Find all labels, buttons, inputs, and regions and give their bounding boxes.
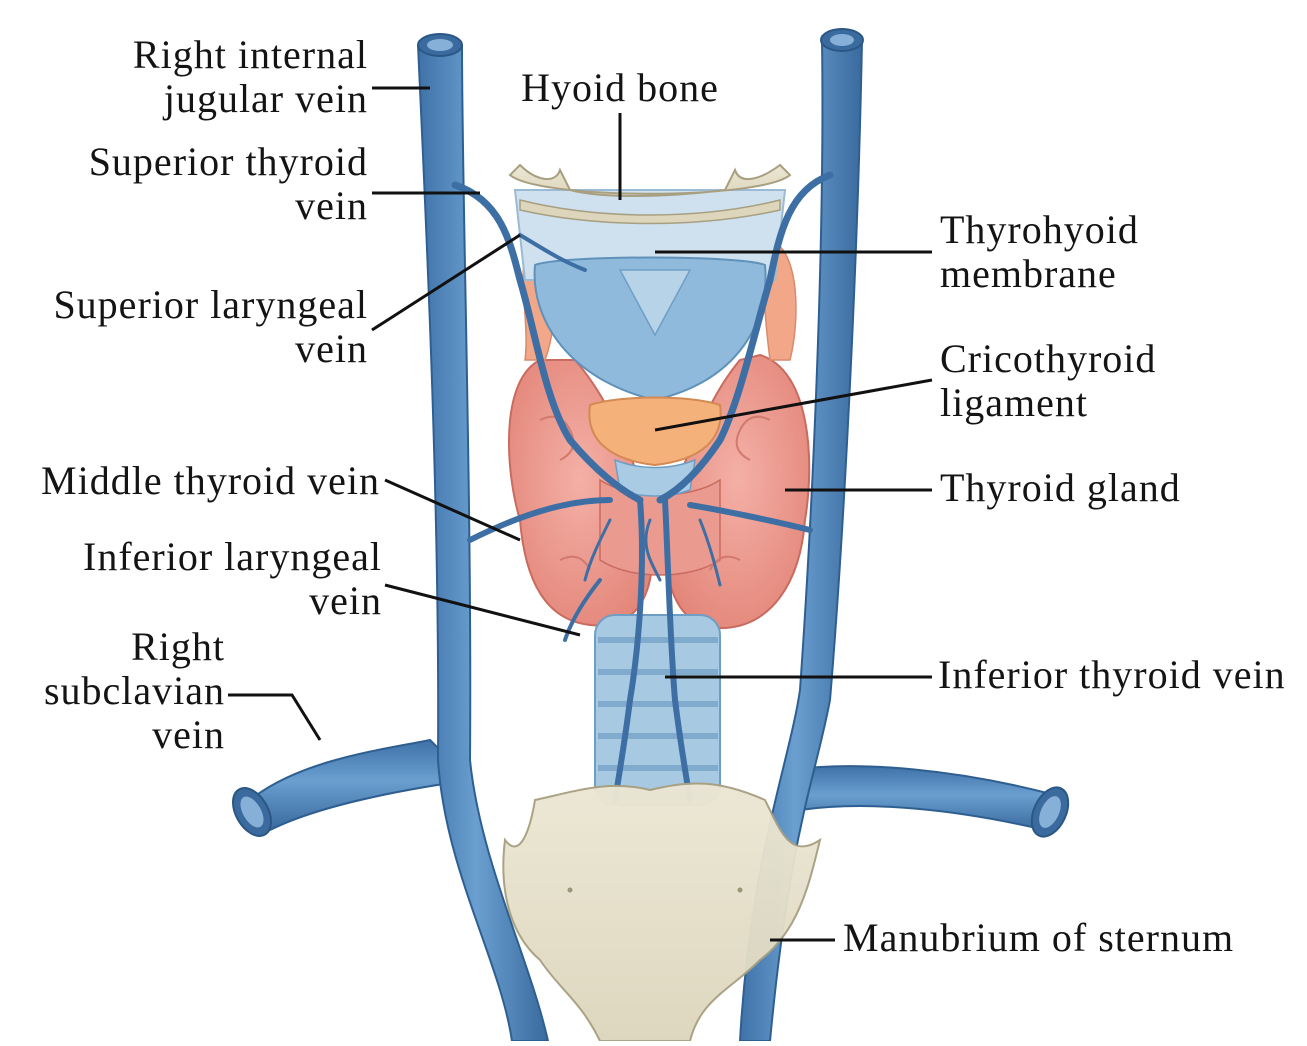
label-right-internal-jugular: Right internal jugular vein [40,33,368,121]
label-thyrohyoid-membrane: Thyrohyoid membrane [940,208,1280,296]
right-subclavian-vein-shape [225,740,470,843]
label-inferior-thyroid-vein: Inferior thyroid vein [938,653,1303,697]
left-subclavian-vein-shape [790,766,1075,842]
label-hyoid-bone: Hyoid bone [490,66,750,110]
label-cricothyroid-ligament: Cricothyroid ligament [940,337,1280,425]
label-middle-thyroid-vein: Middle thyroid vein [10,459,380,503]
label-manubrium: Manubrium of sternum [843,916,1283,960]
label-inferior-laryngeal-vein: Inferior laryngeal vein [20,535,382,623]
label-superior-thyroid-vein: Superior thyroid vein [20,140,368,228]
label-superior-laryngeal-vein: Superior laryngeal vein [10,283,368,371]
trachea-shape [595,615,720,805]
label-right-subclavian-vein: Right subclavian vein [10,625,225,757]
label-thyroid-gland: Thyroid gland [940,466,1280,510]
leader-right-subclavian-vein [228,695,320,740]
